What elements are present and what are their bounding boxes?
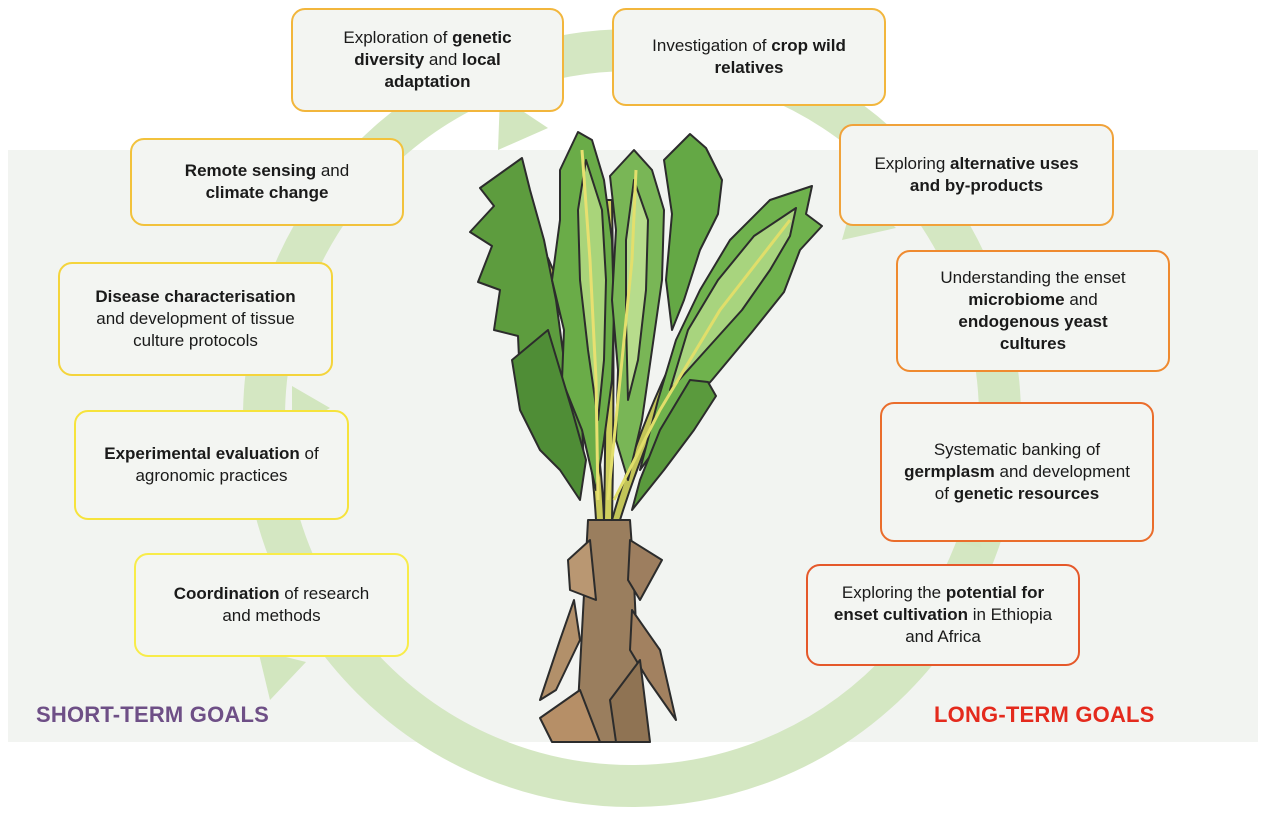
goal-text-bold: germplasm xyxy=(904,462,995,481)
goal-text: Exploring the potential for enset cultiv… xyxy=(828,582,1058,648)
goal-experimental: Experimental evaluation of agronomic pra… xyxy=(74,410,349,520)
goal-text-bold: potential for enset cultivation xyxy=(833,583,1045,624)
goal-text-regular: of agronomic practices xyxy=(135,444,319,485)
goal-text-bold: endogenous yeast cultures xyxy=(958,312,1108,353)
goal-genetic-diversity: Exploration of genetic diversity and loc… xyxy=(291,8,564,112)
long-term-goals-label: LONG-TERM GOALS xyxy=(934,702,1155,727)
leaf-lower-left xyxy=(511,329,587,501)
goal-text: Remote sensing and climate change xyxy=(154,160,380,204)
leaf-center-inner xyxy=(625,179,649,401)
leaf-right-upper xyxy=(663,133,723,331)
stem-sheath-3 xyxy=(567,539,597,601)
goal-text: Coordination of research and methods xyxy=(162,583,381,627)
goal-text: Exploring alternative uses and by-produc… xyxy=(865,153,1088,197)
goal-text-regular: banking of xyxy=(1016,440,1101,459)
leaf-vein xyxy=(612,219,792,501)
leaf-vein xyxy=(580,149,600,501)
short-term-goals-label: SHORT-TERM GOALS xyxy=(36,702,269,727)
goal-text-regular: and xyxy=(1064,290,1098,309)
goal-text-regular: Understanding the enset xyxy=(940,268,1126,287)
goal-text-regular: Systematic xyxy=(933,440,1017,459)
goal-text-regular: and development of xyxy=(934,462,1130,503)
stem-sheath-2 xyxy=(629,609,677,721)
stem-sheath-1 xyxy=(539,599,581,701)
goal-text-regular: of research and methods xyxy=(222,584,370,625)
goal-text-regular: in Ethiopia and Africa xyxy=(905,605,1053,646)
goal-text-bold: genetic resources xyxy=(953,484,1100,503)
goal-text-regular: and development of tissue culture protoc… xyxy=(96,309,295,350)
goal-text-bold: Coordination xyxy=(173,584,280,603)
goal-disease: Disease characterisation and development… xyxy=(58,262,333,376)
goal-text-bold: genetic diversity xyxy=(354,28,512,69)
goal-crop-wild-relatives: Investigation of crop wild relatives xyxy=(612,8,886,106)
goal-text-bold: microbiome xyxy=(968,290,1065,309)
goal-text: Understanding the enset microbiome and e… xyxy=(934,267,1132,355)
goal-text-bold: local adaptation xyxy=(384,50,501,91)
goal-text-bold: Experimental evaluation xyxy=(104,444,300,463)
goal-text-regular: Exploring xyxy=(874,154,951,173)
goal-germplasm: Systematic banking of germplasm and deve… xyxy=(880,402,1154,542)
leaf-lower-right xyxy=(631,379,717,511)
goal-potential: Exploring the potential for enset cultiv… xyxy=(806,564,1080,666)
goal-text-bold: climate change xyxy=(205,183,329,202)
goal-text-regular: Investigation of xyxy=(652,36,772,55)
goal-text: Disease characterisation and development… xyxy=(86,286,305,352)
goal-text: Experimental evaluation of agronomic pra… xyxy=(104,443,319,487)
goal-text-regular: and xyxy=(424,50,462,69)
goal-coordination: Coordination of research and methods xyxy=(134,553,409,657)
arrowhead-lower-left xyxy=(258,650,306,700)
goal-remote-sensing: Remote sensing and climate change xyxy=(130,138,404,226)
stem-sheath-4 xyxy=(627,539,663,601)
stem-sheath-5 xyxy=(539,689,601,743)
goal-text-bold: crop wild relatives xyxy=(714,36,846,77)
goal-alternative-uses: Exploring alternative uses and by-produc… xyxy=(839,124,1114,226)
goal-text: Exploration of genetic diversity and loc… xyxy=(309,27,546,93)
goal-text-regular: Exploring the xyxy=(841,583,946,602)
goal-text-bold: Remote sensing xyxy=(184,161,317,180)
goal-text-regular: and xyxy=(316,161,350,180)
goal-text: Systematic banking of germplasm and deve… xyxy=(904,439,1130,505)
leaf-vein xyxy=(606,169,638,501)
goal-microbiome: Understanding the enset microbiome and e… xyxy=(896,250,1170,372)
goal-text-bold: alternative uses and by-products xyxy=(909,154,1079,195)
goal-text: Investigation of crop wild relatives xyxy=(636,35,862,79)
goal-text-bold: Disease characterisation xyxy=(95,287,296,306)
stem-sheath-6 xyxy=(609,659,651,743)
goal-text-regular: Exploration of xyxy=(343,28,453,47)
